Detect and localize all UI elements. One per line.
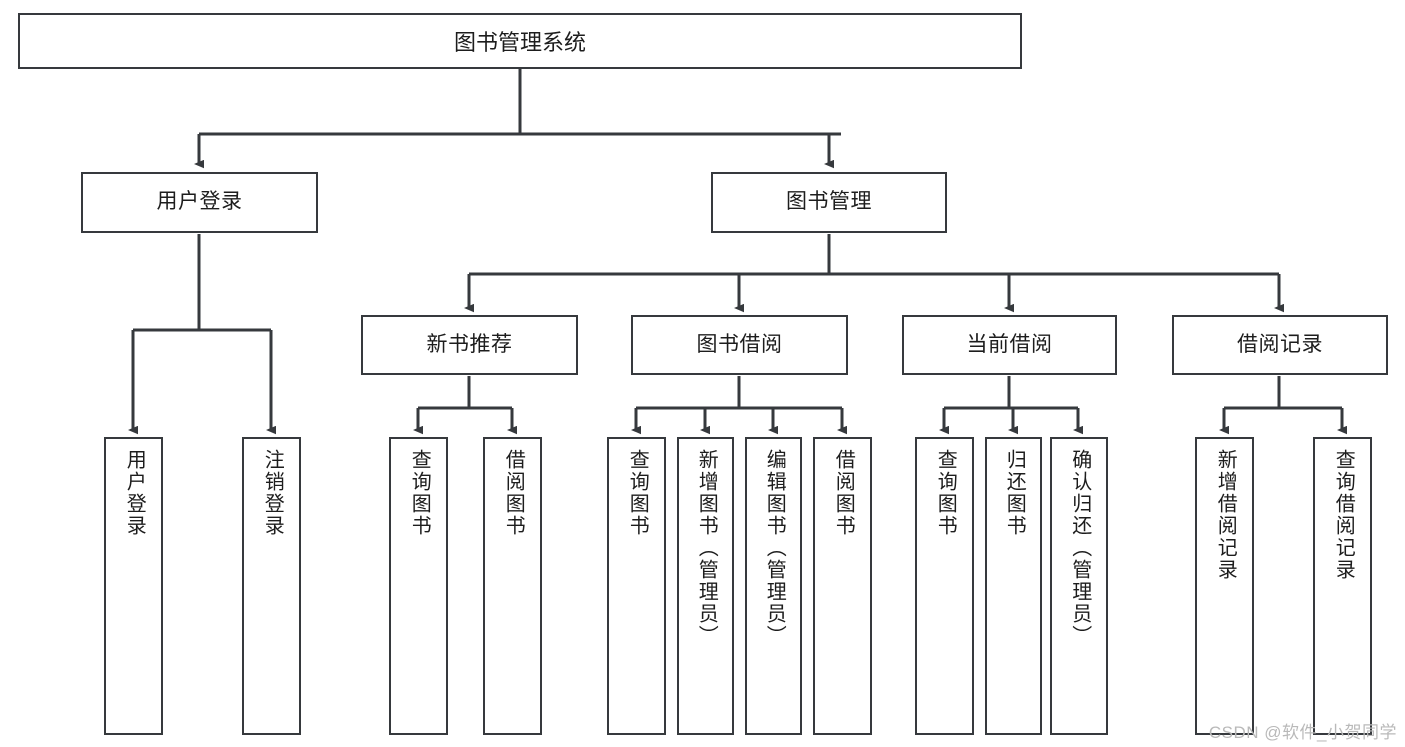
leaf-currentborrow-confirm-return[interactable]: 确认归还（管理员）	[1050, 437, 1108, 735]
node-label: 编辑图书（管理员）	[763, 449, 786, 647]
node-book-borrow[interactable]: 图书借阅	[631, 315, 848, 375]
node-user-login[interactable]: 用户登录	[81, 172, 318, 233]
node-label: 图书管理系统	[453, 30, 586, 55]
leaf-bookborrow-edit-book[interactable]: 编辑图书（管理员）	[745, 437, 802, 735]
node-label: 当前借阅	[966, 332, 1053, 356]
leaf-borrowrecord-query-record[interactable]: 查询借阅记录	[1313, 437, 1372, 735]
node-label: 新增借阅记录	[1214, 449, 1237, 581]
node-label: 借阅记录	[1237, 332, 1323, 356]
node-label: 图书借阅	[696, 332, 783, 356]
node-label: 查询图书	[934, 449, 957, 537]
node-root-system[interactable]: 图书管理系统	[18, 13, 1022, 69]
node-label: 用户登录	[156, 190, 243, 214]
leaf-user-login[interactable]: 用户登录	[104, 437, 163, 735]
node-new-book-recommend[interactable]: 新书推荐	[361, 315, 578, 375]
leaf-currentborrow-query-book[interactable]: 查询图书	[915, 437, 974, 735]
node-label: 新增图书（管理员）	[695, 449, 718, 647]
node-current-borrow[interactable]: 当前借阅	[902, 315, 1117, 375]
leaf-newbook-borrow-book[interactable]: 借阅图书	[483, 437, 542, 735]
node-borrow-record[interactable]: 借阅记录	[1172, 315, 1388, 375]
leaf-borrowrecord-add-record[interactable]: 新增借阅记录	[1195, 437, 1254, 735]
node-label: 新书推荐	[426, 332, 513, 356]
leaf-user-logout[interactable]: 注销登录	[242, 437, 301, 735]
node-label: 注销登录	[261, 449, 284, 537]
node-label: 查询图书	[626, 449, 649, 537]
node-label: 图书管理	[786, 190, 872, 214]
node-label: 查询图书	[408, 449, 431, 537]
node-label: 借阅图书	[832, 449, 855, 537]
node-book-manage[interactable]: 图书管理	[711, 172, 947, 233]
node-label: 用户登录	[123, 449, 146, 537]
leaf-bookborrow-query-book[interactable]: 查询图书	[607, 437, 666, 735]
leaf-bookborrow-borrow-book[interactable]: 借阅图书	[813, 437, 872, 735]
node-label: 借阅图书	[502, 449, 525, 537]
node-label: 查询借阅记录	[1332, 449, 1355, 581]
leaf-newbook-query-book[interactable]: 查询图书	[389, 437, 448, 735]
watermark-text: CSDN @软件_小贺同学	[1208, 723, 1397, 742]
leaf-currentborrow-return-book[interactable]: 归还图书	[985, 437, 1042, 735]
leaf-bookborrow-add-book[interactable]: 新增图书（管理员）	[677, 437, 734, 735]
node-label: 确认归还（管理员）	[1068, 449, 1091, 647]
node-label: 归还图书	[1003, 449, 1026, 537]
